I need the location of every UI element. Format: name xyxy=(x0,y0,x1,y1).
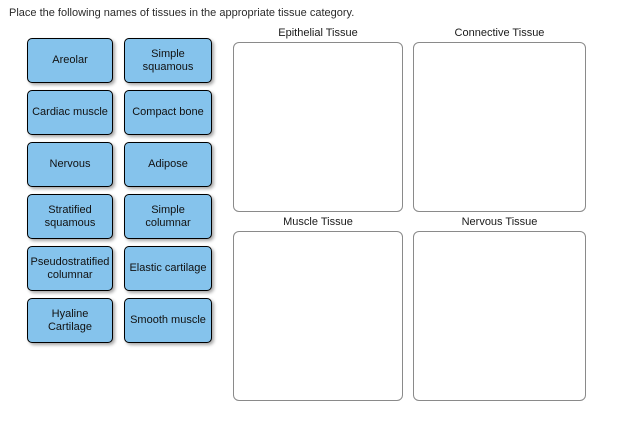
tile-label: Simple columnar xyxy=(145,203,191,229)
dropzone-connective[interactable] xyxy=(413,42,586,212)
dropzone-nervous[interactable] xyxy=(413,231,586,401)
tile-label: Hyaline Cartilage xyxy=(47,307,93,333)
tile-stratified-squamous[interactable]: Stratified squamous xyxy=(27,194,113,239)
tile-cardiac-muscle[interactable]: Cardiac muscle xyxy=(27,90,113,135)
tile-label: Adipose xyxy=(148,158,188,170)
dropzone-muscle[interactable] xyxy=(233,231,403,401)
tile-nervous[interactable]: Nervous xyxy=(27,142,113,187)
tile-simple-squamous[interactable]: Simple squamous xyxy=(124,38,212,83)
category-nervous-label: Nervous Tissue xyxy=(461,216,538,228)
category-muscle: Muscle Tissue xyxy=(233,216,403,401)
category-connective-label: Connective Tissue xyxy=(454,27,545,39)
tile-areolar[interactable]: Areolar xyxy=(27,38,113,83)
tile-elastic-cartilage[interactable]: Elastic cartilage xyxy=(124,246,212,291)
tile-label: Smooth muscle xyxy=(130,314,206,326)
tile-label: Simple squamous xyxy=(142,47,194,73)
tile-simple-columnar[interactable]: Simple columnar xyxy=(124,194,212,239)
category-epithelial-label: Epithelial Tissue xyxy=(278,27,358,39)
tile-label: Elastic cartilage xyxy=(129,262,207,274)
tile-compact-bone[interactable]: Compact bone xyxy=(124,90,212,135)
tile-adipose[interactable]: Adipose xyxy=(124,142,212,187)
tile-hyaline-cartilage[interactable]: Hyaline Cartilage xyxy=(27,298,113,343)
category-muscle-label: Muscle Tissue xyxy=(283,216,353,228)
tile-pseudostratified-columnar[interactable]: Pseudostratified columnar xyxy=(27,246,113,291)
tile-smooth-muscle[interactable]: Smooth muscle xyxy=(124,298,212,343)
dropzone-epithelial[interactable] xyxy=(233,42,403,212)
tile-bank: Areolar Simple squamous Cardiac muscle C… xyxy=(27,38,212,343)
tile-label: Stratified squamous xyxy=(44,203,96,229)
category-epithelial: Epithelial Tissue xyxy=(233,27,403,212)
category-nervous: Nervous Tissue xyxy=(413,216,586,401)
tile-label: Compact bone xyxy=(132,106,204,118)
category-connective: Connective Tissue xyxy=(413,27,586,212)
tile-label: Nervous xyxy=(49,158,91,170)
tile-label: Pseudostratified columnar xyxy=(30,255,110,281)
tile-label: Areolar xyxy=(52,54,88,66)
tile-label: Cardiac muscle xyxy=(32,106,108,118)
instruction-text: Place the following names of tissues in … xyxy=(9,7,355,19)
